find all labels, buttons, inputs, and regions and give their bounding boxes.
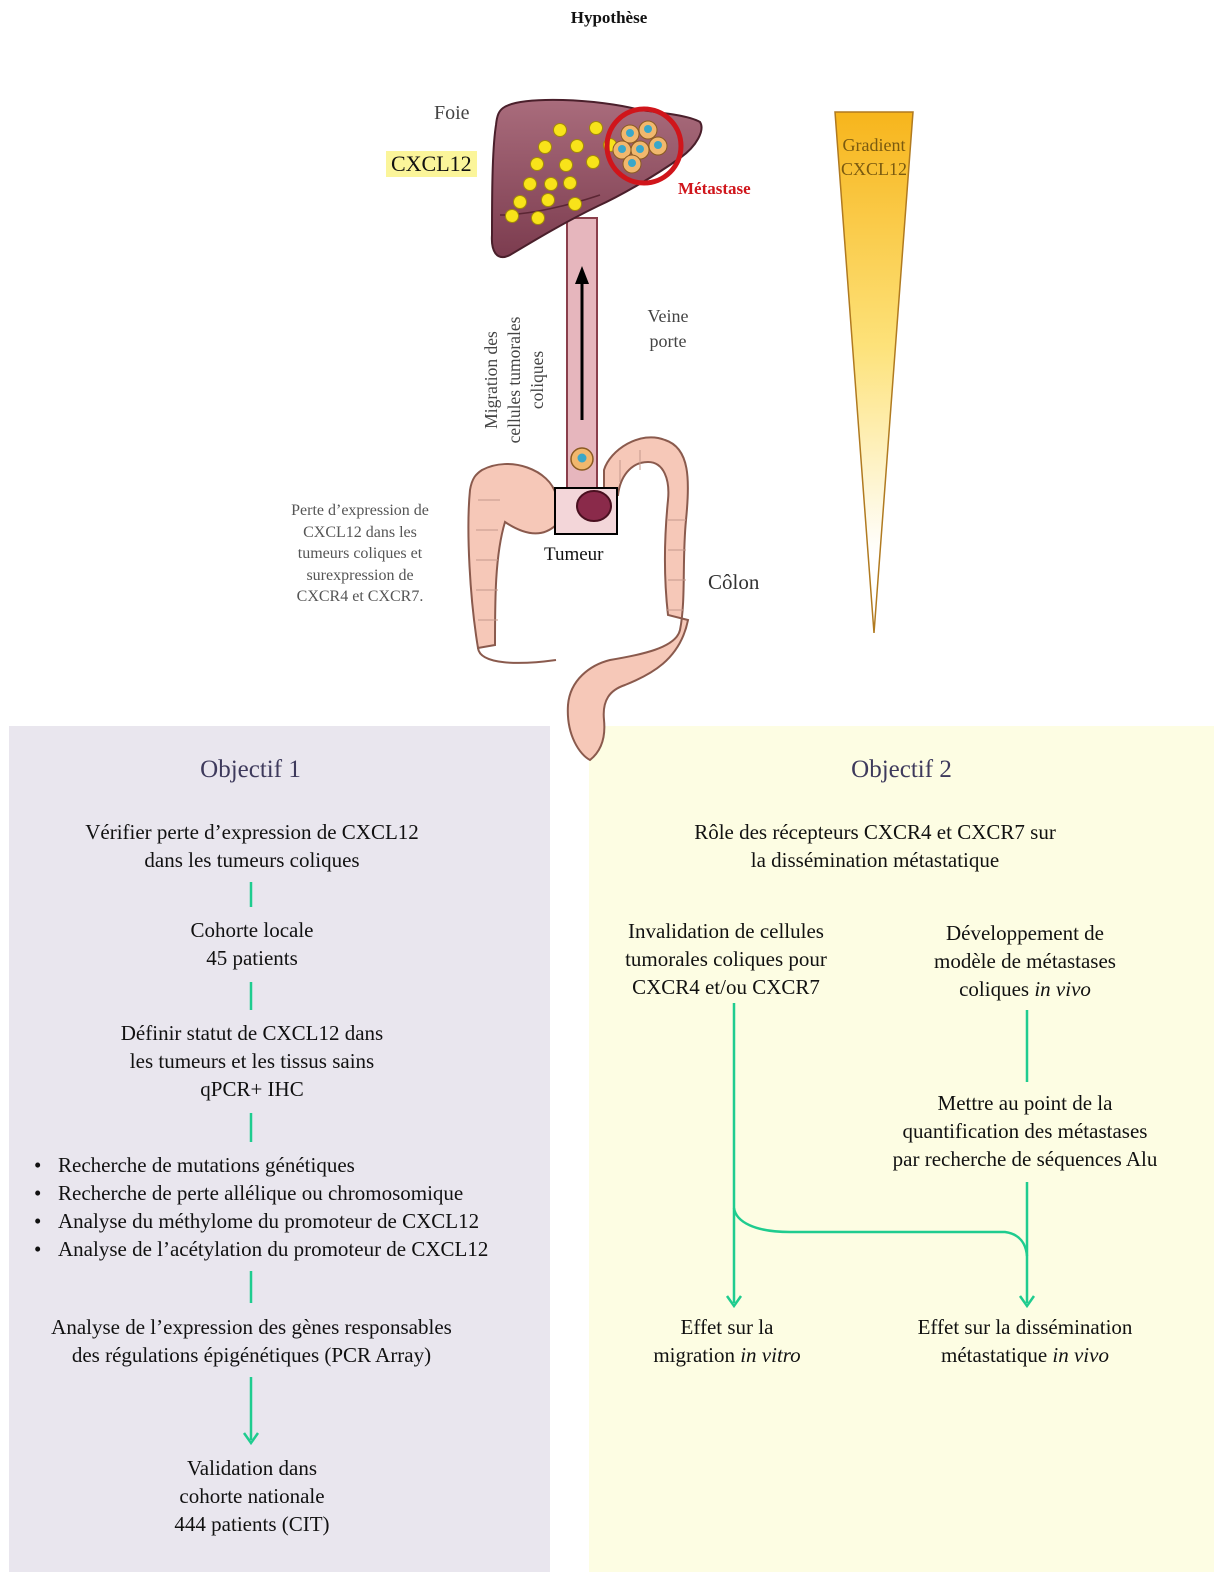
- liver-label: Foie: [434, 102, 470, 125]
- objective-1-title: Objectif 1: [9, 756, 492, 784]
- italic-span: in vivo: [1052, 1343, 1109, 1367]
- bullet-item: Analyse du méthylome du promoteur de CXC…: [30, 1207, 488, 1235]
- migration-label-line-1: Migration des: [480, 280, 503, 480]
- tumor-label: Tumeur: [544, 544, 603, 566]
- text-line: Rôle des récepteurs CXCR4 et CXCR7 sur: [589, 818, 1161, 846]
- objective-1-step-2: Cohorte locale 45 patients: [20, 916, 484, 972]
- objective-2-right-step-2: Mettre au point de la quantification des…: [868, 1089, 1182, 1173]
- gradient-label: Gradient CXCL12: [826, 133, 922, 181]
- text-line: CXCR4 et/ou CXCR7: [598, 973, 854, 1001]
- anatomy-illustration: [0, 0, 1218, 780]
- metastasis-label: Métastase: [678, 179, 751, 199]
- migration-label-line-2: cellules tumorales: [503, 280, 526, 480]
- text-line: Définir statut de CXCL12 dans: [20, 1019, 484, 1047]
- text-line: la dissémination métastatique: [589, 846, 1161, 874]
- vein-label-line-2: porte: [633, 329, 703, 354]
- objective-1-step-5: Analyse de l’expression des gènes respon…: [9, 1313, 494, 1369]
- text-line: Mettre au point de la: [868, 1089, 1182, 1117]
- note-line: surexpression de: [270, 565, 450, 587]
- bullet-item: Analyse de l’acétylation du promoteur de…: [30, 1235, 488, 1263]
- text-line: dans les tumeurs coliques: [20, 846, 484, 874]
- cxcl12-gradient-triangle: [835, 112, 913, 633]
- text-line: les tumeurs et les tissus sains: [20, 1047, 484, 1075]
- text-line: modèle de métastases: [896, 947, 1154, 975]
- cxcl12-label: CXCL12: [386, 151, 477, 177]
- text-line: quantification des métastases: [868, 1117, 1182, 1145]
- note-line: Perte d’expression de: [270, 500, 450, 522]
- tumor: [577, 491, 611, 521]
- objective-1-step-1: Vérifier perte d’expression de CXCL12 da…: [20, 818, 484, 874]
- loss-of-expression-note: Perte d’expression de CXCL12 dans les tu…: [270, 500, 450, 608]
- note-line: tumeurs coliques et: [270, 543, 450, 565]
- gradient-label-line-2: CXCL12: [826, 157, 922, 181]
- portal-vein-label: Veine porte: [633, 304, 703, 354]
- objective-2-intro: Rôle des récepteurs CXCR4 et CXCR7 sur l…: [589, 818, 1161, 874]
- objective-2-title: Objectif 2: [589, 756, 1214, 784]
- text-line: Analyse de l’expression des gènes respon…: [9, 1313, 494, 1341]
- gradient-label-line-1: Gradient: [826, 133, 922, 157]
- text-line: Invalidation de cellules: [598, 917, 854, 945]
- text-line: coliques in vivo: [896, 975, 1154, 1003]
- text-line: Effet sur la: [618, 1313, 836, 1341]
- note-line: CXCL12 dans les: [270, 522, 450, 544]
- text-line: qPCR+ IHC: [20, 1075, 484, 1103]
- text-span: coliques: [959, 977, 1034, 1001]
- italic-span: in vivo: [1034, 977, 1091, 1001]
- text-line: Cohorte locale: [20, 916, 484, 944]
- migration-label: Migration des cellules tumorales colique…: [480, 280, 560, 480]
- colon-label: Côlon: [708, 570, 759, 595]
- text-line: métastatique in vivo: [888, 1341, 1162, 1369]
- text-line: migration in vitro: [618, 1341, 836, 1369]
- text-line: cohorte nationale: [20, 1482, 484, 1510]
- text-line: 45 patients: [20, 944, 484, 972]
- text-line: des régulations épigénétiques (PCR Array…: [9, 1341, 494, 1369]
- objective-2-left-branch: Invalidation de cellules tumorales coliq…: [598, 917, 854, 1001]
- objective-2-right-result: Effet sur la dissémination métastatique …: [888, 1313, 1162, 1369]
- migration-label-line-3: coliques: [526, 280, 549, 480]
- text-line: Développement de: [896, 919, 1154, 947]
- text-line: Effet sur la dissémination: [888, 1313, 1162, 1341]
- text-line: 444 patients (CIT): [20, 1510, 484, 1538]
- text-line: Vérifier perte d’expression de CXCL12: [20, 818, 484, 846]
- text-line: par recherche de séquences Alu: [868, 1145, 1182, 1173]
- objective-2-left-result: Effet sur la migration in vitro: [618, 1313, 836, 1369]
- objective-1-step-6: Validation dans cohorte nationale 444 pa…: [20, 1454, 484, 1538]
- objective-2-right-branch: Développement de modèle de métastases co…: [896, 919, 1154, 1003]
- objective-1-step-3: Définir statut de CXCL12 dans les tumeur…: [20, 1019, 484, 1103]
- italic-span: in vitro: [740, 1343, 800, 1367]
- bullet-item: Recherche de mutations génétiques: [30, 1151, 488, 1179]
- bullet-item: Recherche de perte allélique ou chromoso…: [30, 1179, 488, 1207]
- text-span: migration: [653, 1343, 740, 1367]
- text-line: tumorales coliques pour: [598, 945, 854, 973]
- note-line: CXCR4 et CXCR7.: [270, 586, 450, 608]
- objective-1-bullet-list: Recherche de mutations génétiques Recher…: [30, 1151, 488, 1263]
- vein-label-line-1: Veine: [633, 304, 703, 329]
- text-line: Validation dans: [20, 1454, 484, 1482]
- text-span: métastatique: [941, 1343, 1052, 1367]
